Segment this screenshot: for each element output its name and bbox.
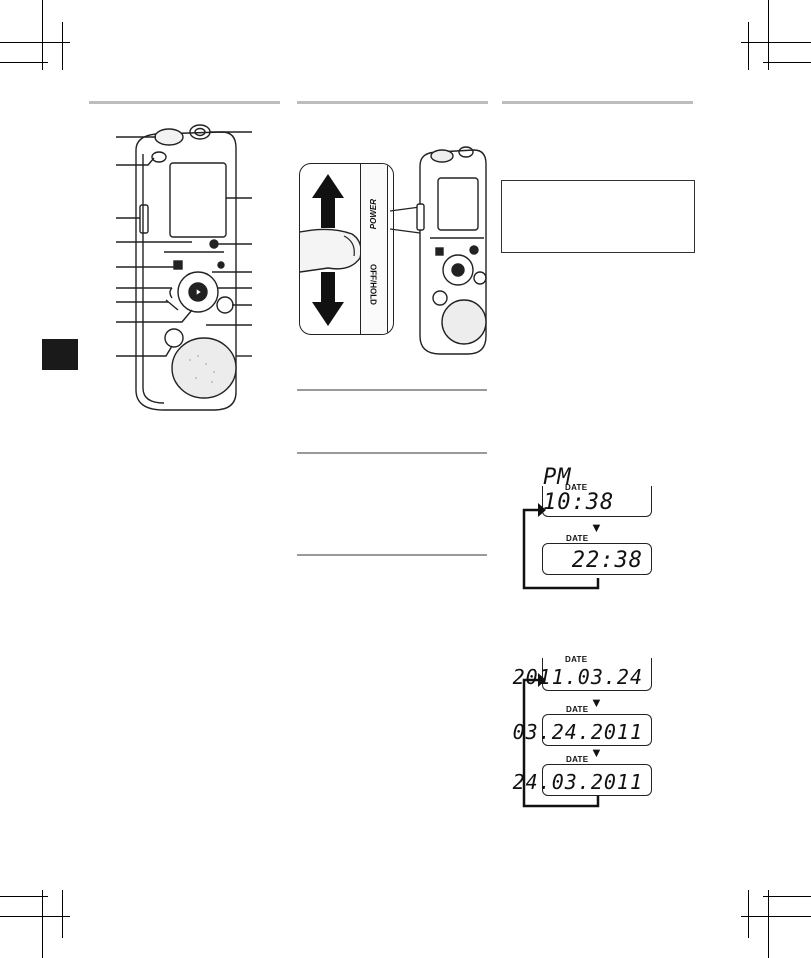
closeup-connector (390, 206, 421, 234)
time-display-12h: DATE PM 10:38 (542, 465, 652, 517)
section-rule-right (502, 101, 693, 104)
section-rule-middle (297, 101, 488, 104)
return-arrow-icon (522, 503, 600, 590)
note-box (501, 180, 695, 253)
date-display-dmy: DATE 24.03.2011 (513, 755, 652, 796)
down-arrow-icon: ▼ (590, 745, 603, 760)
return-arrow-icon (522, 673, 600, 808)
divider-2 (297, 452, 487, 454)
divider-3 (297, 554, 487, 556)
recorder-front-illustration (116, 124, 252, 411)
off-hold-label: OFF/HOLD (368, 263, 378, 305)
down-arrow-icon: ▼ (590, 695, 603, 710)
chapter-tab (42, 339, 78, 370)
date-display-mdy: DATE 03.24.2011 (513, 705, 652, 746)
hold-switch-closeup: POWER OFF/HOLD (299, 163, 394, 335)
recorder-side-illustration (416, 146, 487, 355)
divider-1 (297, 389, 487, 391)
date-display-ymd: DATE 2011.03.24 (513, 655, 652, 691)
time-display-24h: DATE 22:38 (542, 534, 652, 575)
section-rule-left (89, 101, 280, 104)
power-label: POWER (368, 198, 378, 230)
down-arrow-icon: ▼ (590, 520, 603, 535)
up-down-arrow-icon (312, 174, 344, 326)
